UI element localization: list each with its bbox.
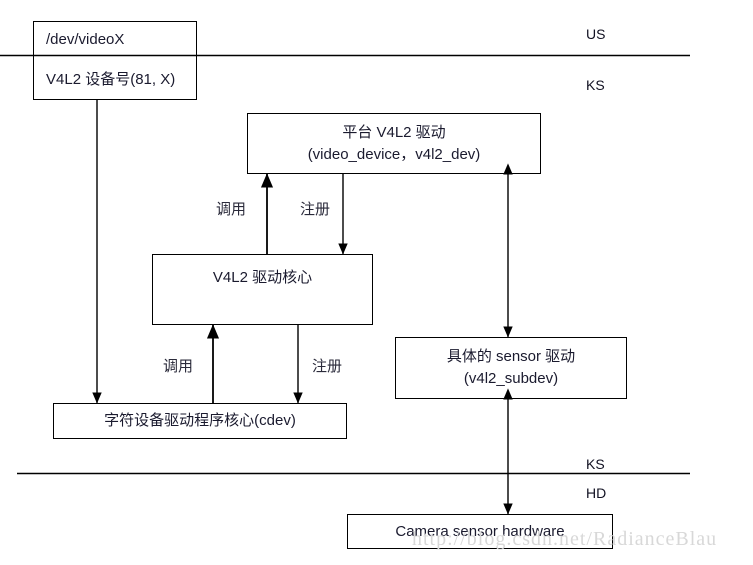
platform-v4l2-title: 平台 V4L2 驱动: [342, 123, 446, 141]
zone-label-ks-bottom: KS: [586, 456, 605, 472]
device-node-label: /dev/videoX: [46, 30, 125, 48]
zone-label-ks-top: KS: [586, 77, 605, 93]
box-device-node[interactable]: /dev/videoX V4L2 设备号(81, X): [33, 21, 197, 100]
cdev-core-title: 字符设备驱动程序核心(cdev): [104, 412, 296, 429]
edge-label-call-upper: 调用: [216, 201, 247, 218]
camera-hardware-title: Camera sensor hardware: [395, 522, 565, 540]
edge-label-call-lower: 调用: [163, 358, 194, 375]
edge-label-register-upper: 注册: [300, 201, 331, 218]
box-v4l2-driver-core[interactable]: V4L2 驱动核心: [152, 254, 373, 325]
sensor-driver-title: 具体的 sensor 驱动: [446, 348, 576, 365]
box-sensor-driver[interactable]: 具体的 sensor 驱动 (v4l2_subdev): [395, 337, 627, 399]
watermark-text: http://blog.csdn.net/RadianceBlau: [412, 528, 718, 550]
sensor-driver-subtitle: (v4l2_subdev): [463, 370, 559, 387]
edge-label-register-lower: 注册: [312, 358, 343, 375]
platform-v4l2-subtitle: (video_device，v4l2_dev): [307, 145, 481, 163]
box-platform-v4l2-driver[interactable]: 平台 V4L2 驱动 (video_device，v4l2_dev): [247, 113, 541, 174]
zone-label-hd: HD: [586, 485, 607, 501]
box-cdev-core[interactable]: 字符设备驱动程序核心(cdev): [53, 403, 347, 439]
device-number-label: V4L2 设备号(81, X): [46, 71, 176, 88]
v4l2-core-title: V4L2 驱动核心: [212, 269, 313, 286]
zone-label-us: US: [586, 26, 606, 42]
box-camera-hardware[interactable]: Camera sensor hardware: [347, 514, 613, 549]
